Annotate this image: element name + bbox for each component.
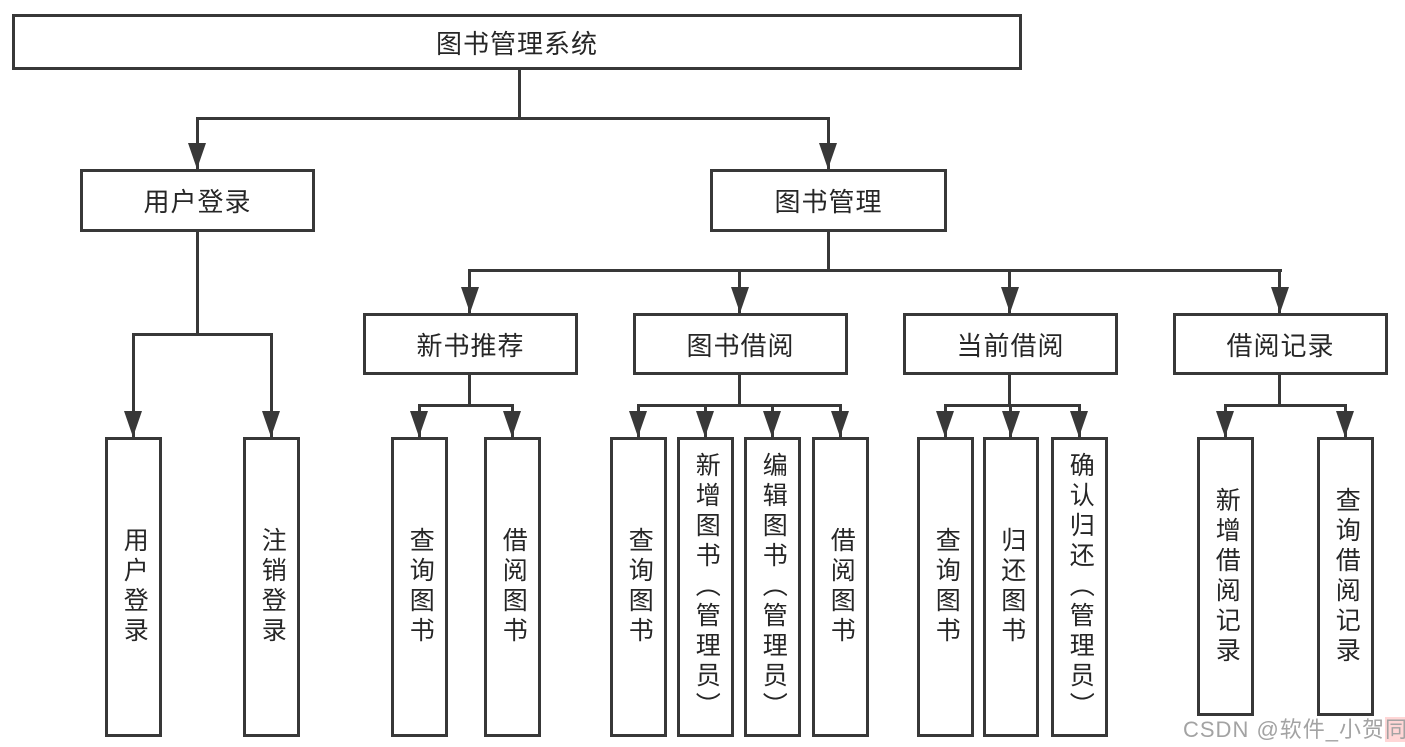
node-new-book-recommend-label: 新书推荐 [416,330,525,361]
leaf-query-borrow-record: 查询借阅记录 [1317,437,1374,716]
leaf-confirm-return-admin-label: 确认归还（管理员） [1066,452,1095,722]
connector-line [132,333,135,437]
watermark: CSDN @软件_小贺同学 [1183,712,1405,744]
arrow-down-icon [629,411,647,437]
leaf-query-books-recommend: 查询图书 [391,437,448,737]
leaf-borrow-books-recommend-label: 借阅图书 [499,527,528,647]
connector-line [418,404,514,407]
arrow-down-icon [819,143,837,169]
leaf-query-borrow-record-label: 查询借阅记录 [1332,486,1361,667]
connector-line [468,375,471,407]
arrow-down-icon [1271,287,1289,313]
node-book-borrow: 图书借阅 [633,313,848,375]
leaf-query-books-current-label: 查询图书 [932,527,961,647]
connector-line [196,117,830,120]
connector-line [1008,375,1011,407]
node-root: 图书管理系统 [12,14,1022,70]
connector-line [468,269,1282,272]
leaf-add-book-admin: 新增图书（管理员） [677,437,734,737]
leaf-confirm-return-admin: 确认归还（管理员） [1051,437,1108,737]
connector-line [196,232,199,336]
watermark-text: CSDN @软件_小贺 [1183,717,1386,742]
leaf-query-books-recommend-label: 查询图书 [406,527,435,647]
arrow-down-icon [936,411,954,437]
node-new-book-recommend: 新书推荐 [363,313,578,375]
leaf-query-books-borrow: 查询图书 [610,437,667,737]
connector-line [637,404,842,407]
leaf-edit-book-admin: 编辑图书（管理员） [744,437,801,737]
leaf-return-book-label: 归还图书 [997,527,1026,647]
arrow-down-icon [696,411,714,437]
leaf-add-book-admin-label: 新增图书（管理员） [692,452,721,722]
connector-line [518,69,521,120]
node-book-management-label: 图书管理 [774,187,883,217]
arrow-down-icon [503,411,521,437]
arrow-down-icon [1002,411,1020,437]
leaf-borrow-books-label: 借阅图书 [827,527,856,647]
leaf-logout: 注销登录 [243,437,300,737]
leaf-edit-book-admin-label: 编辑图书（管理员） [759,452,788,722]
arrow-down-icon [831,411,849,437]
arrow-down-icon [262,411,280,437]
node-book-management: 图书管理 [710,169,947,232]
node-user-login: 用户登录 [80,169,315,232]
arrow-down-icon [1070,411,1088,437]
leaf-query-books-borrow-label: 查询图书 [625,527,654,647]
leaf-borrow-books: 借阅图书 [812,437,869,737]
arrow-down-icon [731,287,749,313]
connector-line [738,375,741,407]
node-borrow-records: 借阅记录 [1173,313,1388,375]
arrow-down-icon [410,411,428,437]
leaf-user-login: 用户登录 [105,437,162,737]
arrow-down-icon [763,411,781,437]
node-current-borrow: 当前借阅 [903,313,1118,375]
arrow-down-icon [1001,287,1019,313]
connector-line [132,333,273,336]
arrow-down-icon [1216,411,1234,437]
arrow-down-icon [1336,411,1354,437]
connector-line [1278,375,1281,407]
node-borrow-records-label: 借阅记录 [1226,330,1335,361]
connector-line [270,333,273,437]
leaf-add-borrow-record-label: 新增借阅记录 [1212,486,1241,667]
leaf-logout-label: 注销登录 [258,527,287,647]
node-book-borrow-label: 图书借阅 [686,330,795,361]
arrow-down-icon [188,143,206,169]
leaf-query-books-current: 查询图书 [917,437,974,737]
connector-line [827,232,830,272]
leaf-return-book: 归还图书 [983,437,1039,737]
leaf-add-borrow-record: 新增借阅记录 [1197,437,1254,716]
leaf-user-login-label: 用户登录 [120,527,149,647]
arrow-down-icon [461,287,479,313]
node-root-label: 图书管理系统 [435,28,598,59]
arrow-down-icon [124,411,142,437]
watermark-highlight: 同学 [1385,717,1405,742]
connector-line [944,404,1081,407]
node-user-login-label: 用户登录 [143,187,252,217]
node-current-borrow-label: 当前借阅 [956,330,1065,361]
connector-line [1224,404,1347,407]
leaf-borrow-books-recommend: 借阅图书 [484,437,541,737]
